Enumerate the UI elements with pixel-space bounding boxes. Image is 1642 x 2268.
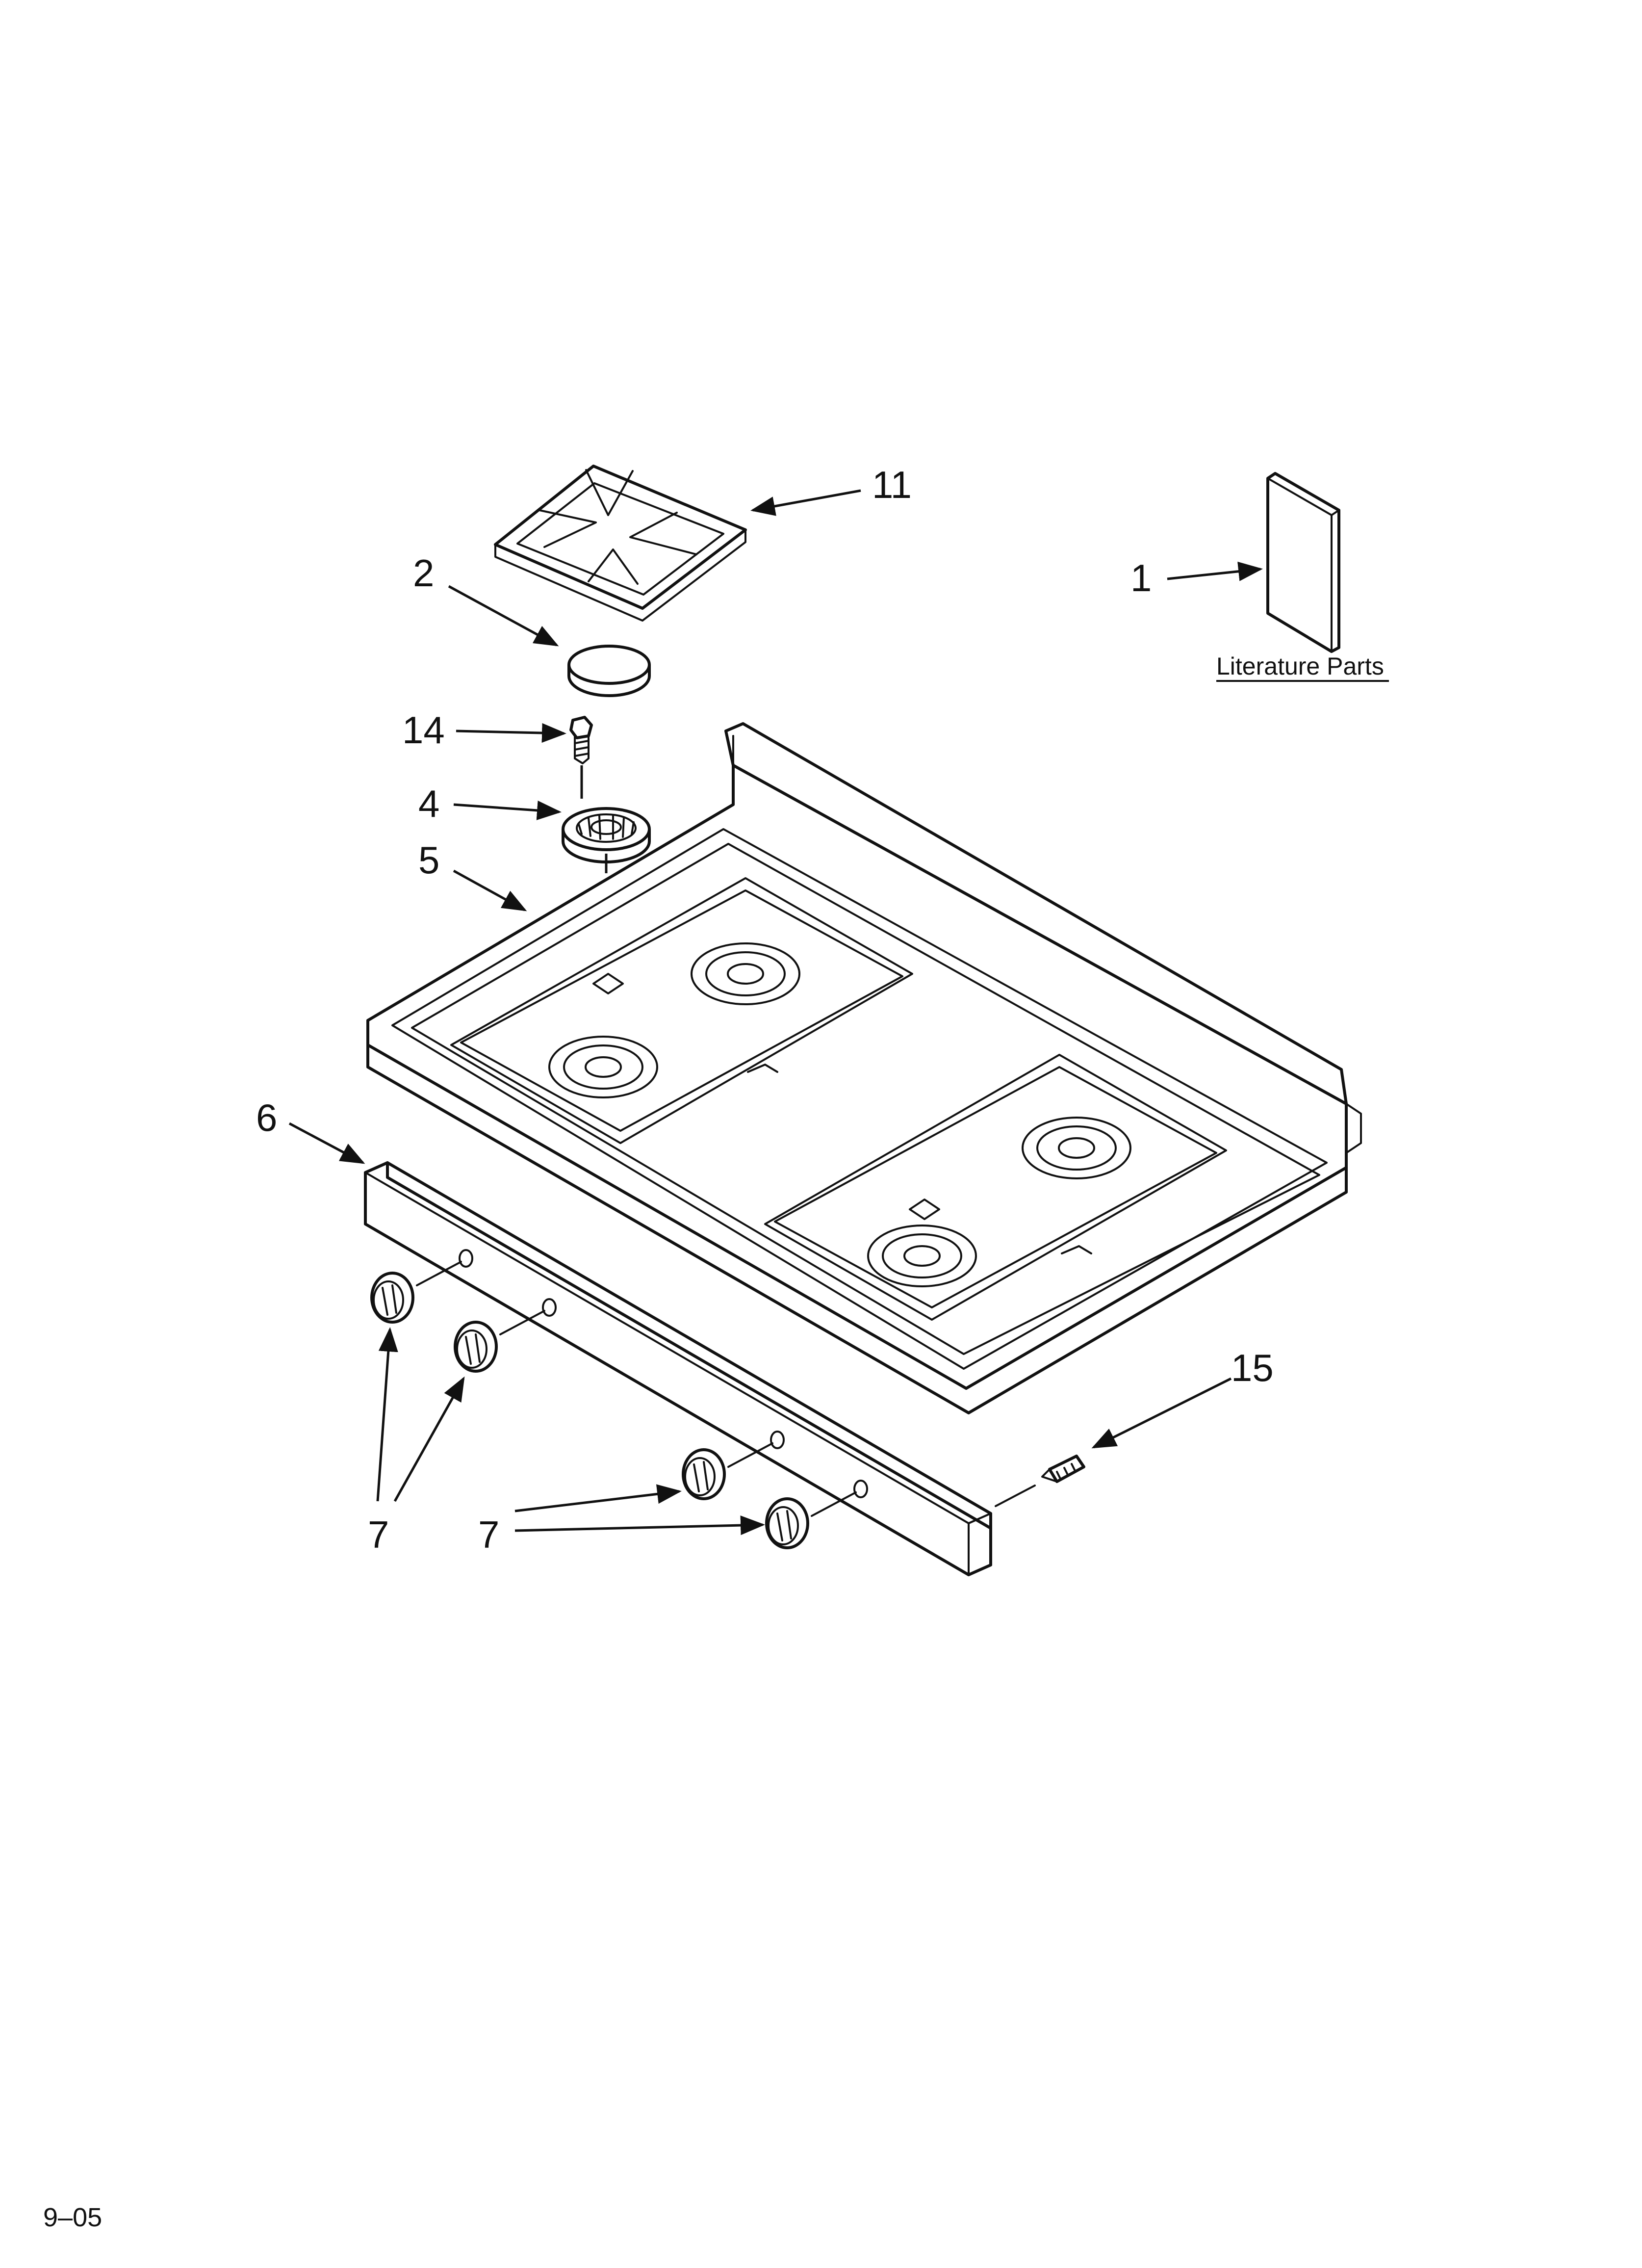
footer-revision-code: 9–05 — [43, 2203, 102, 2232]
callout-15: 15 — [1231, 1346, 1274, 1389]
control-panel — [364, 1161, 992, 1576]
burner-cap — [567, 645, 651, 697]
burner-screw — [569, 716, 593, 799]
callout-4: 4 — [418, 782, 439, 825]
callout-7-left: 7 — [368, 1513, 389, 1556]
burner-head — [562, 807, 651, 962]
callout-11: 11 — [872, 463, 912, 506]
panel-screw — [995, 1455, 1085, 1507]
callout-1: 1 — [1130, 556, 1152, 600]
control-knob-4 — [765, 1497, 809, 1549]
leader-lines — [288, 489, 1263, 1536]
literature-booklet — [1266, 472, 1340, 653]
cooktop — [366, 722, 1362, 1414]
control-knob-3 — [682, 1448, 726, 1500]
callout-5: 5 — [418, 838, 439, 882]
callout-7-center: 7 — [478, 1513, 499, 1556]
callout-2: 2 — [413, 551, 434, 595]
control-knob-1 — [370, 1272, 414, 1324]
literature-parts-label: Literature Parts — [1216, 652, 1384, 680]
control-knob-2 — [454, 1321, 498, 1373]
burner-grate — [494, 465, 747, 622]
callout-6: 6 — [256, 1096, 277, 1139]
callout-14: 14 — [402, 708, 445, 752]
